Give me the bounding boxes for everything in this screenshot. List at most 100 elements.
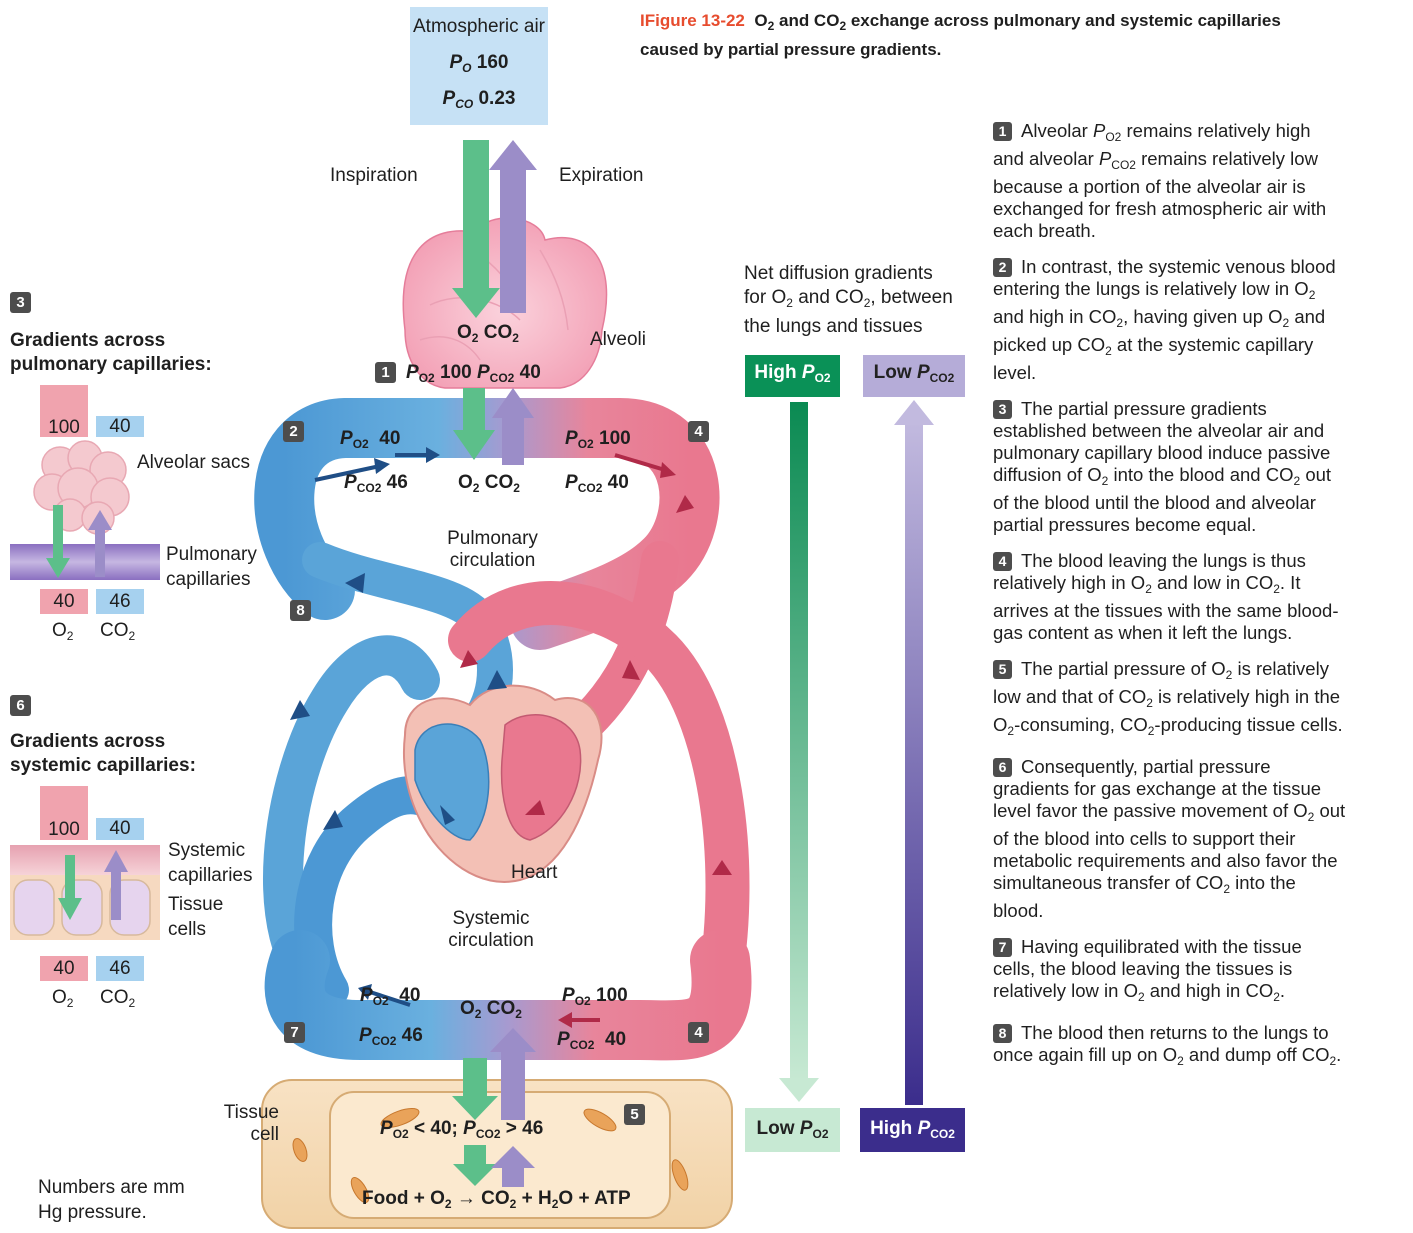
panel3-top-co2-value: 40 [109, 416, 131, 437]
tissue-o2-arrow-head [452, 1096, 498, 1120]
panel6-co2-arrow-shaft [111, 870, 121, 920]
caption-and-co: and CO [774, 11, 840, 30]
tissue-pressures: PO2 < 40; PCO2 > 46 [380, 1118, 544, 1141]
panel3-o2-label: O2 [52, 620, 74, 643]
step-badge-1: 1 [375, 362, 396, 383]
pulm-out-flow-arrow [614, 453, 666, 472]
alveolar-pressures: PO2 100 PCO2 40 [406, 362, 541, 385]
panel3-o2-arrow-head [46, 558, 70, 578]
alveolar-pco2: 40 [519, 362, 541, 383]
systemic-o2-co2-label: O2 CO2 [460, 998, 522, 1021]
panel3-bottom-co2-box [96, 589, 144, 614]
step-badge-3: 3 [10, 292, 31, 313]
alveoli-o2-arrow-head [453, 430, 495, 460]
panel6-o2-arrow-head [58, 898, 82, 920]
co2-gradient-arrow-head [894, 400, 934, 425]
step-badge-4-top: 4 [688, 421, 709, 442]
inspiration-arrow-shaft [463, 140, 489, 290]
low-pco2-box [863, 355, 965, 397]
tissue-cells [13, 879, 151, 936]
alveoli-co2-arrow-head [492, 388, 534, 418]
atmospheric-pco2-value: 0.23 [478, 88, 516, 109]
alveoli-label: Alveoli [590, 329, 646, 350]
step-badge-7: 7 [284, 1022, 305, 1043]
systemic-capillary-loop [264, 930, 752, 1061]
pulmonary-in-pco2: PCO2 46 [344, 472, 408, 495]
low-po2-label: Low PO2 [756, 1118, 829, 1141]
figure-caption: IFigure 13-22 O2 and CO2 exchange across… [640, 9, 1400, 62]
pulmonary-capillary-loop [254, 398, 720, 650]
tissue-co2-arrow-head [490, 1028, 536, 1052]
pulm-in-flow-head [374, 458, 390, 474]
metabolism-equation: Food + O2 → CO2 + H2O + ATP [362, 1188, 631, 1211]
cell-co2-arrow-head [491, 1146, 535, 1168]
panel3-bottom-o2-value: 40 [53, 591, 75, 612]
o2-gradient-arrow-head [779, 1078, 819, 1102]
caption-line1: exchange across pulmonary and systemic c… [846, 11, 1281, 30]
tissue-o2-arrow-shaft [463, 1058, 487, 1098]
red-flow-arrows [460, 495, 732, 875]
net-diffusion-title: Net diffusion gradients for O2 and CO2, … [744, 263, 953, 337]
alveolar-sacs-label: Alveolar sacs [137, 452, 250, 473]
caption-sub: 2 [767, 19, 775, 33]
step-badge-5: 5 [624, 1104, 645, 1125]
step-badge-2: 2 [283, 421, 304, 442]
panel6-o2-label: O2 [52, 987, 74, 1010]
systemic-capillary-band [10, 845, 160, 875]
panel6-bottom-co2-value: 46 [109, 958, 131, 979]
step-badge-8: 8 [290, 600, 311, 621]
systemic-in-po2: PO2 100 [562, 985, 628, 1008]
panel6-bottom-o2-box [40, 956, 88, 981]
blue-flow-arrows [290, 573, 507, 830]
panel6-bottom-co2-box [96, 956, 144, 981]
caption-line2: caused by partial pressure gradients. [640, 40, 942, 59]
atmospheric-pco2: PCO 0.23 [442, 88, 516, 111]
o2-gradient-bar [790, 402, 808, 1080]
pulmonary-out-pco2: PCO2 40 [565, 472, 629, 495]
alveoli-o2-arrow-shaft [463, 388, 485, 433]
panel3-co2-arrow-head [88, 510, 112, 530]
sys-out-flow-arrow [369, 990, 411, 1007]
high-pco2-box [860, 1108, 965, 1152]
step-badge-6: 6 [10, 695, 31, 716]
cell-o2-arrow-shaft [464, 1145, 486, 1167]
systemic-in-pco2: PCO2 40 [557, 1029, 627, 1052]
panel6-top-co2-box [96, 818, 144, 840]
panel6-co2-label: CO2 [100, 987, 136, 1010]
atmospheric-po2: PO 160 [449, 52, 509, 75]
caption-o: O [754, 11, 768, 30]
alveolar-po2: 100 [440, 362, 472, 383]
high-po2-label: High PO2 [754, 362, 831, 385]
atmospheric-po2-value: 160 [476, 52, 509, 73]
pulmonary-in-po2: PO2 40 [340, 428, 401, 451]
panel6-top-o2-box [40, 786, 88, 840]
low-pco2-label: Low PCO2 [873, 362, 955, 385]
pulmonary-capillary-band [10, 544, 160, 580]
co2-gradient-bar [905, 420, 923, 1105]
alveolar-sacs [33, 440, 130, 535]
cell-co2-arrow-shaft [502, 1165, 524, 1187]
heart-right-side [414, 723, 490, 841]
pulmonary-o2-co2-label: O2 CO2 [458, 472, 520, 495]
expiration-label: Expiration [559, 165, 644, 186]
low-po2-box [745, 1108, 840, 1152]
systemic-out-pco2: PCO2 46 [359, 1025, 423, 1048]
inspiration-arrow-head [452, 288, 500, 318]
alveoli-co2-arrow-shaft [502, 415, 524, 465]
panel6-bottom-o2-value: 40 [53, 958, 75, 979]
panel3-bottom-co2-value: 46 [109, 591, 131, 612]
lung-o2-co2-label: O2 CO2 [457, 322, 519, 345]
high-pco2-label: High PCO2 [870, 1118, 955, 1141]
mitochondria [292, 1108, 689, 1203]
